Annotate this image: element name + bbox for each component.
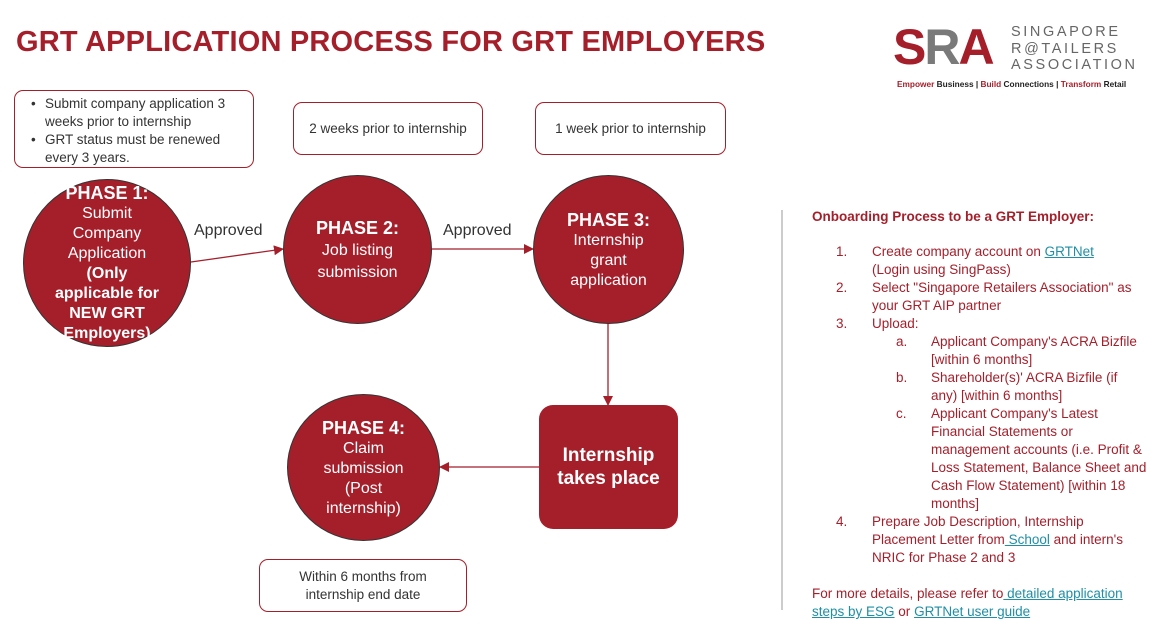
- onboarding-panel: Onboarding Process to be a GRT Employer:…: [812, 208, 1147, 621]
- note-bullet: Submit company application 3 weeks prior…: [21, 95, 247, 131]
- onboarding-heading: Onboarding Process to be a GRT Employer:: [812, 209, 1095, 224]
- onboarding-step: 1. Create company account on GRTNet (Log…: [836, 244, 1094, 277]
- phase3-circle: PHASE 3: Internship grant application: [533, 175, 684, 324]
- arrow-phase1-to-phase2: [190, 245, 284, 263]
- arrow-label-approved: Approved: [443, 222, 512, 239]
- sra-logo: SRA SINGAPORE R@TAILERS ASSOCIATION Empo…: [893, 19, 1135, 92]
- note-bullet: GRT status must be renewed every 3 years…: [21, 131, 247, 167]
- phase2-timing-note: 2 weeks prior to internship: [293, 102, 483, 155]
- esg-steps-link[interactable]: detailed application steps by ESG: [812, 586, 1123, 619]
- phase2-circle: PHASE 2: Job listing submission: [283, 175, 432, 324]
- school-link[interactable]: School: [1004, 532, 1050, 547]
- onboarding-step: 3. Upload:: [836, 316, 919, 331]
- page-title: GRT APPLICATION PROCESS FOR GRT EMPLOYER…: [16, 26, 766, 58]
- grtnet-link[interactable]: GRTNet: [1044, 244, 1094, 259]
- phase3-timing-note: 1 week prior to internship: [535, 102, 726, 155]
- logo-letters: SRA: [893, 19, 995, 75]
- phase4-circle: PHASE 4: Claim submission (Post internsh…: [287, 394, 440, 541]
- arrow-label-approved: Approved: [194, 222, 263, 239]
- onboarding-substep: a.Applicant Company's ACRA Bizfile [with…: [896, 334, 1147, 511]
- phase1-timing-note: Submit company application 3 weeks prior…: [14, 90, 254, 168]
- internship-step-box: Internship takes place: [539, 405, 678, 529]
- flow-arrows: [190, 244, 613, 472]
- phase4-timing-note: Within 6 months from internship end date: [259, 559, 467, 612]
- vertical-divider: [781, 210, 783, 610]
- logo-tagline: Empower Business | Build Connections | T…: [897, 79, 1127, 89]
- onboarding-step: 2. Select "Singapore Retailers Associati…: [836, 280, 1132, 313]
- grtnet-user-guide-link[interactable]: GRTNet user guide: [914, 604, 1031, 619]
- more-details-note: For more details, please refer to detail…: [812, 586, 1123, 619]
- logo-org-name: SINGAPORE R@TAILERS ASSOCIATION: [1011, 24, 1138, 73]
- onboarding-step: 4. Prepare Job Description, Internship P…: [836, 514, 1123, 565]
- phase1-circle: PHASE 1: Submit Company Application (Onl…: [23, 179, 191, 347]
